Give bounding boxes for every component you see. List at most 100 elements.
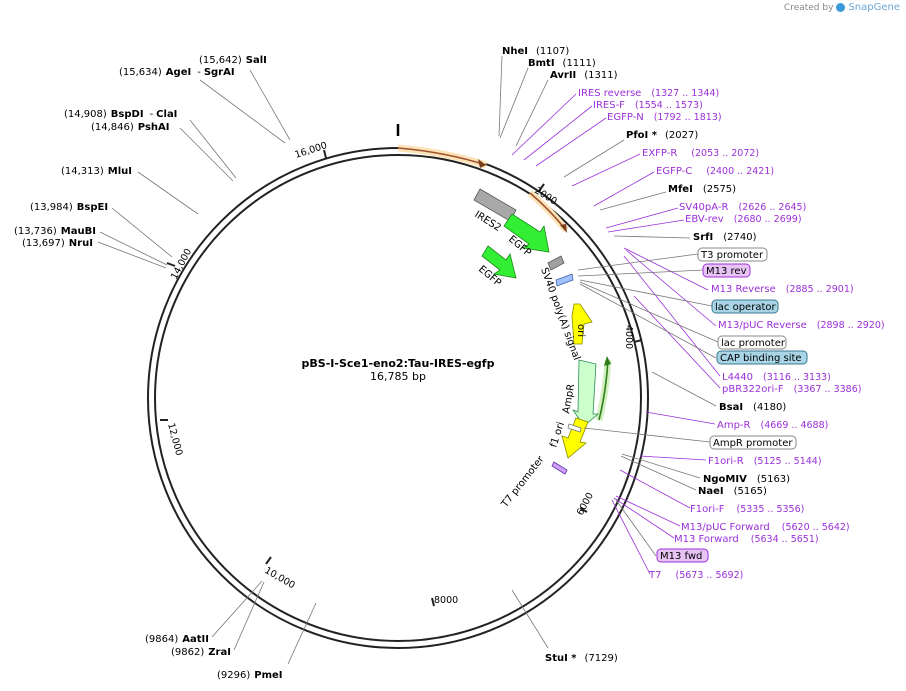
enzyme-naei-pos: (5165) — [734, 486, 767, 497]
enzyme-aatii-name: AatII — [182, 634, 209, 645]
enzyme-bspdi-name: BspDI — [111, 109, 144, 120]
enzyme-ngomiv-name: NgoMIV — [703, 474, 747, 485]
enzyme-bspdi-pos: (14,908) — [64, 109, 107, 120]
enzyme-naei: NaeI(5165) — [698, 486, 767, 497]
enzyme-bsai: BsaI(4180) — [719, 402, 786, 413]
leader-nhei — [498, 55, 503, 137]
t3-promoter-box — [697, 247, 768, 262]
enzyme-pshai-pos: (14,846) — [91, 122, 134, 133]
leader-agei — [199, 79, 286, 144]
tick-mark-2000 — [538, 183, 545, 192]
f1-ori-arrow — [561, 417, 589, 459]
left-leader-lines — [97, 69, 317, 665]
tick-mark-4000 — [633, 339, 643, 343]
cap-site-text: CAP binding site — [720, 353, 802, 364]
leader-maubi — [99, 231, 168, 266]
enzyme-zrai-pos: (9862) — [171, 647, 204, 658]
enzyme-pfoi: PfoI * (2027) — [626, 130, 698, 141]
tick-label-8000: 8000 — [434, 595, 458, 606]
enzyme-maubi: (13,736) MauBI — [14, 226, 96, 237]
leader-egfp-n — [535, 117, 607, 167]
enzyme-zrai: (9862)ZraI — [171, 647, 231, 658]
enzyme-sali-name: SalI — [246, 55, 267, 66]
lac-operator-box — [711, 299, 779, 314]
enzyme-sali: (15,642)SalI — [199, 55, 267, 66]
leader-f1ori-r — [639, 455, 707, 461]
leader-avrii — [515, 79, 549, 147]
leader-lac-promoter — [579, 281, 719, 343]
primer-f1ori-f-pos: (5335 .. 5356) — [736, 504, 804, 515]
ring-tick-marks — [160, 149, 643, 607]
primer-ires-reverse: IRES reverse(1327 .. 1344) — [578, 88, 719, 99]
ori-arrow — [571, 303, 593, 345]
enzyme-bmti-pos: (1111) — [563, 58, 596, 69]
tick-label-10000: 10,000 — [263, 565, 297, 591]
enzyme-avrii-pos: (1311) — [584, 70, 617, 81]
enzyme-pmei-pos: (9296) — [217, 670, 250, 681]
t7-promoter-block — [551, 461, 568, 475]
leader-aatii — [211, 580, 263, 638]
leader-l4440 — [623, 255, 721, 377]
credit-prefix: Created by — [783, 2, 834, 13]
primer-m13-reverse: M13 Reverse(2885 .. 2901) — [711, 284, 854, 295]
primer-ebv-rev: EBV-rev(2680 .. 2699) — [685, 214, 802, 225]
ampr-promoter-block — [567, 423, 582, 433]
leader-ampr-promoter — [583, 427, 711, 443]
enzyme-ngomiv: NgoMIV(5163) — [703, 474, 790, 485]
enzyme-srfi-pos: (2740) — [723, 232, 756, 243]
enzyme-bspei: (13,984)BspEI — [30, 202, 108, 213]
enzyme-mfei-pos: (2575) — [703, 184, 736, 195]
lac-region-block — [555, 273, 574, 287]
orf-arc-top — [397, 147, 487, 166]
leader-exfp-r — [571, 153, 641, 187]
tick-label-16000: 16,000 — [294, 140, 329, 161]
primer-ires-reverse-pos: (1327 .. 1344) — [651, 88, 719, 99]
enzyme-bspei-name: BspEI — [77, 202, 108, 213]
enzyme-pfoi-name: PfoI * — [626, 130, 658, 141]
primer-amp-r-name: Amp-R — [717, 420, 751, 431]
enzyme-nrui: (13,697)NruI — [22, 238, 93, 249]
tick-label-6000: 6000 — [575, 491, 596, 518]
enzyme-pshai: (14,846)PshAI — [91, 122, 169, 133]
enzyme-mlui-pos: (14,313) — [61, 166, 104, 177]
enzyme-pfoi-pos: (2027) — [665, 130, 698, 141]
tick-mark-16000 — [323, 149, 327, 159]
egfp-arrow — [503, 213, 550, 253]
leader-ires-reverse — [511, 93, 577, 156]
enzyme-nhei-pos: (1107) — [536, 46, 569, 57]
primer-m13puc-forward-name: M13/pUC Forward — [681, 522, 770, 533]
feature-arrows — [473, 188, 600, 475]
enzyme-srfi: SrfI(2740) — [693, 232, 757, 243]
primer-m13puc-reverse-name: M13/pUC Reverse — [718, 320, 807, 331]
primer-t7-pos: (5673 .. 5692) — [675, 570, 743, 581]
leader-f1ori-f — [619, 469, 691, 509]
ampr-label: AmpR — [561, 383, 577, 414]
m13-fwd-box — [656, 548, 709, 563]
enzyme-maubi-name: MauBI — [61, 226, 96, 237]
leader-pshai — [179, 127, 234, 182]
tick-label-4000: 4000 — [623, 325, 634, 349]
primer-f1ori-r-pos: (5125 .. 5144) — [754, 456, 822, 467]
tick-mark-8000 — [431, 597, 435, 607]
enzyme-aatii: (9864)AatII — [145, 634, 209, 645]
tick-mark-14000 — [166, 262, 176, 267]
plasmid-name: pBS-I-Sce1-eno2:Tau-IRES-egfp — [302, 357, 495, 370]
enzyme-agei-pos: (15,634) — [119, 67, 162, 78]
snapgene-logo-icon — [836, 3, 846, 12]
primer-f1ori-f: F1ori-F(5335 .. 5356) — [690, 504, 804, 515]
primer-t7-name: T7 — [648, 570, 661, 581]
primer-m13puc-reverse: M13/pUC Reverse(2898 .. 2920) — [718, 320, 885, 331]
leader-naei — [620, 455, 697, 491]
snapgene-credit: Created by SnapGene — [784, 2, 900, 13]
enzyme-maubi-pos: (13,736) — [14, 226, 57, 237]
leader-pmei — [287, 602, 317, 665]
enzyme-bspdi: (14,908)BspDI-ClaI — [64, 109, 177, 120]
ampr-promoter-box — [709, 435, 797, 450]
leader-pfoi — [563, 139, 625, 178]
primer-l4440-pos: (3116 .. 3133) — [763, 372, 831, 383]
leader-lac-operator — [579, 279, 713, 307]
orf-arrowhead-egfp — [560, 224, 567, 233]
enzyme-agei: (15,634)AgeI-SgrAI — [119, 67, 235, 78]
primer-ebv-rev-pos: (2680 .. 2699) — [734, 214, 802, 225]
orf-arrows — [397, 144, 612, 421]
